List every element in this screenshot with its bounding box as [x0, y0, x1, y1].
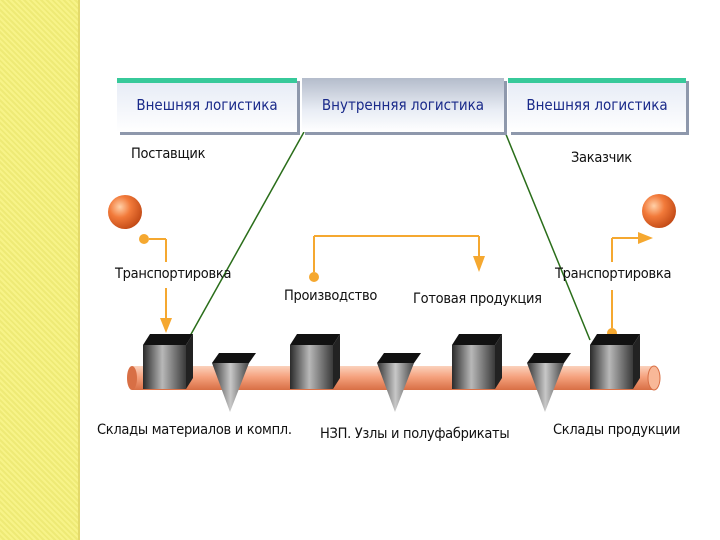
- label-transport-left: Транспортировка: [115, 266, 232, 282]
- hopper-cone-1: [212, 353, 256, 412]
- label-customer: Заказчик: [571, 150, 632, 166]
- label-product-warehouse: Склады продукции: [553, 422, 681, 438]
- header-internal-logistics: Внутренняя логистика: [302, 78, 504, 132]
- connector-line-right: [504, 131, 591, 341]
- connector-line-left: [189, 131, 305, 337]
- header-external-logistics-left: Внешняя логистика: [117, 78, 297, 132]
- warehouse-box-1: [143, 334, 193, 389]
- production-flow-arrow: [309, 235, 485, 282]
- label-transport-right: Транспортировка: [555, 266, 672, 282]
- hopper-cone-3: [527, 353, 571, 412]
- label-finished-goods: Готовая продукция: [413, 291, 542, 307]
- supplier-node: [108, 195, 142, 229]
- label-materials-warehouse: Склады материалов и компл.: [97, 422, 292, 438]
- warehouse-box-3: [452, 334, 502, 389]
- label-wip: НЗП. Узлы и полуфабрикаты: [320, 426, 510, 442]
- transport-right-arrow: [607, 232, 653, 338]
- label-supplier: Поставщик: [131, 146, 206, 162]
- left-decorative-band: [0, 0, 80, 540]
- warehouse-box-2: [290, 334, 340, 389]
- warehouse-box-4: [590, 334, 640, 389]
- transport-left-arrow: [139, 234, 172, 333]
- customer-node: [642, 194, 676, 228]
- hopper-cone-2: [377, 353, 421, 412]
- header-external-logistics-right: Внешняя логистика: [508, 78, 686, 132]
- label-production: Производство: [284, 288, 378, 304]
